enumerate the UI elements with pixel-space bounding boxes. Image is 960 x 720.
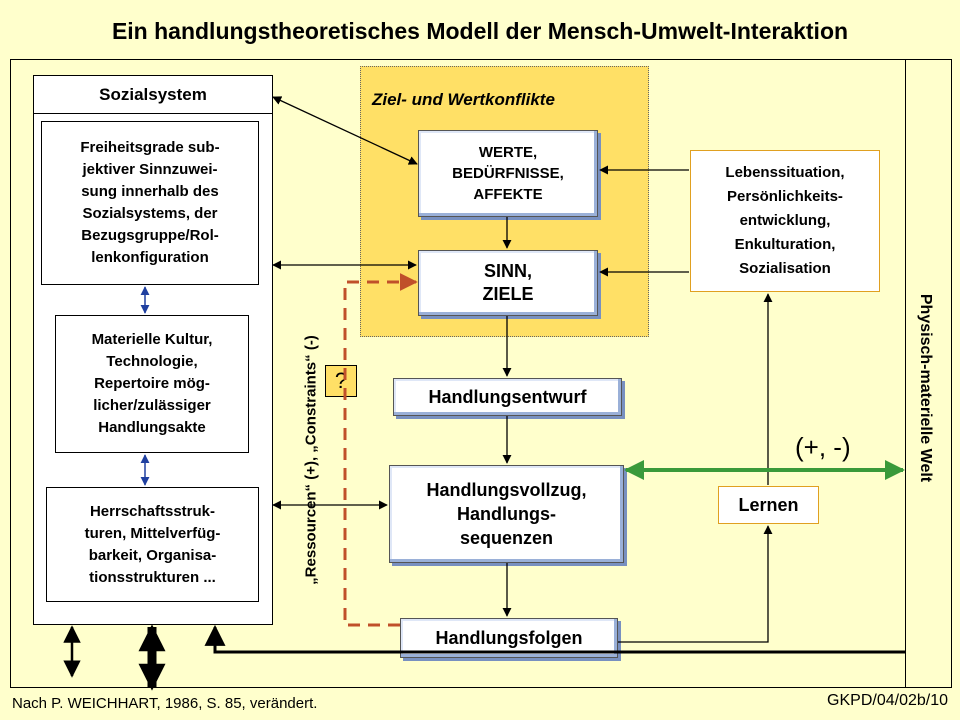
diagram-frame [10, 59, 952, 688]
physisch-divider [905, 59, 906, 688]
sozialsystem-title: Sozialsystem [33, 75, 273, 114]
plus-minus-label: (+, -) [795, 432, 851, 462]
handlungsvollzug-node: Handlungsvollzug, Handlungs- sequenzen [389, 465, 624, 563]
arrow-folgen-lernen [618, 525, 773, 643]
page-title: Ein handlungstheoretisches Modell der Me… [111, 18, 849, 44]
handlungsentwurf-node: Handlungsentwurf [393, 378, 622, 416]
question-mark-box: ? [325, 365, 357, 397]
materielle-kultur-box: Materielle Kultur, Technologie, Repertoi… [55, 315, 249, 453]
sinn-ziele-node: SINN, ZIELE [418, 250, 598, 316]
bottom-feedback-line [204, 624, 905, 654]
freiheitsgrade-box: Freiheitsgrade sub- jektiver Sinnzuwei- … [41, 121, 259, 285]
slide-code: GKPD/04/02b/10 [827, 692, 948, 709]
dashed-feedback-folgen-sinn [343, 273, 418, 627]
lernen-box: Lernen [718, 486, 819, 524]
werte-node: WERTE, BEDÜRFNISSE, AFFEKTE [418, 130, 598, 217]
source-note: Nach P. WEICHHART, 1986, S. 85, veränder… [12, 695, 318, 712]
lebenssituation-box: Lebenssituation, Persönlichkeits- entwic… [690, 150, 880, 292]
herrschaftsstrukturen-box: Herrschaftsstruk- turen, Mittelverfüg- b… [46, 487, 259, 602]
arrow-sozial-werte [272, 96, 418, 165]
